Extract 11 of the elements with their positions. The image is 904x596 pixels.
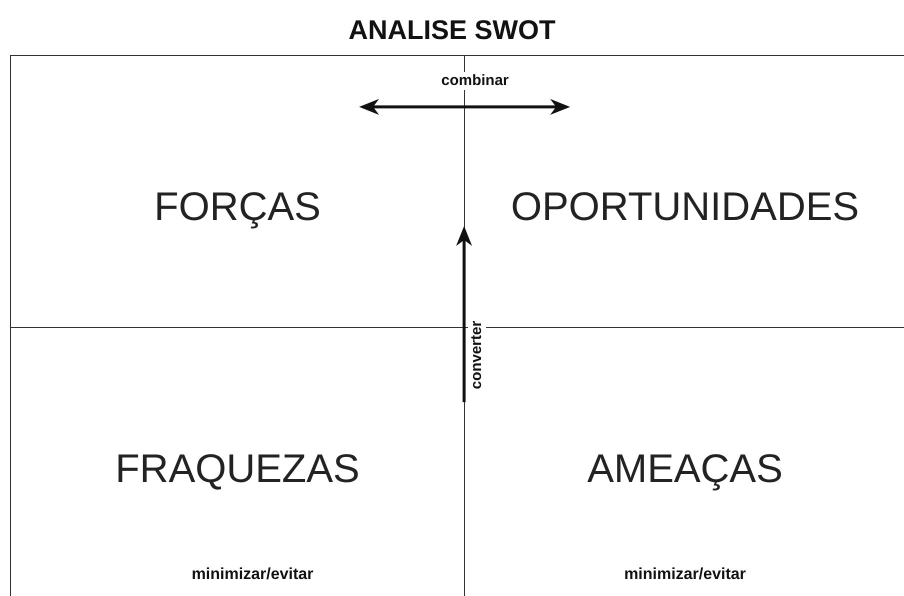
double-arrow xyxy=(359,98,570,115)
quadrant-note: minimizar/evitar xyxy=(190,566,314,584)
edge-label: converter xyxy=(468,318,486,392)
quadrant-heading: OPORTUNIDADES xyxy=(510,184,860,230)
double-arrow xyxy=(456,226,472,402)
diagram-title: ANALISE SWOT xyxy=(348,14,556,46)
edge-label: combinar xyxy=(439,72,511,90)
quadrant-note: minimizar/evitar xyxy=(623,566,747,584)
quadrant-heading: FRAQUEZAS xyxy=(114,446,361,492)
quadrant-heading: FORÇAS xyxy=(153,184,322,230)
quadrant-heading: AMEAÇAS xyxy=(586,446,784,492)
